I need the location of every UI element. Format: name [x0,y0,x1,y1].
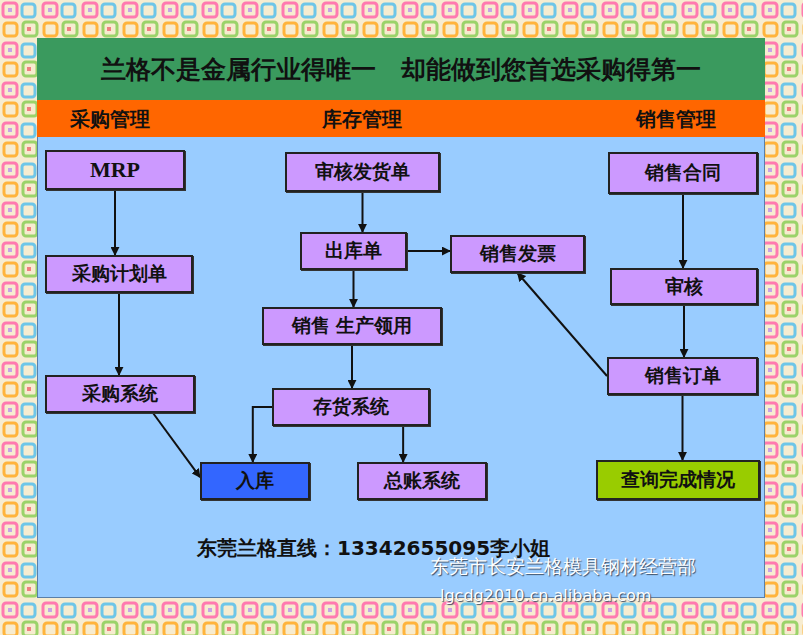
flow-arrow [153,413,200,477]
flow-arrow [253,407,272,462]
box-label: 销售合同 [645,160,721,186]
flow-arrow [118,293,120,375]
flow-arrow [114,190,116,255]
box-label: 销售 生产领用 [292,313,413,339]
process-box: 销售合同 [608,152,758,194]
box-label: 审核发货单 [315,159,410,185]
process-box: 销售订单 [607,357,758,395]
header-band: 采购管理 库存管理 销售管理 [37,100,765,137]
process-box: 审核发货单 [285,152,440,192]
process-box: 入库 [200,462,310,500]
process-box: 出库单 [300,232,407,270]
flow-arrow [682,194,684,268]
process-box: 总账系统 [357,462,487,500]
box-label: 采购计划单 [72,261,167,287]
flow-arrow [407,250,450,252]
flow-arrow [518,273,608,376]
flow-arrow [351,345,353,388]
section-heading: 采购管理 [70,105,150,132]
watermark: 东莞市长安兰格模具钢材经营部 [430,554,696,580]
process-box: 销售 生产领用 [262,307,442,345]
box-label: MRP [90,157,140,183]
title: 兰格不是金属行业得唯一 却能做到您首选采购得第一 [37,38,765,100]
flow-arrow [682,395,684,460]
box-label: 销售订单 [645,363,721,389]
flow-arrow [353,270,355,307]
process-box: 采购系统 [45,375,195,413]
process-box: MRP [45,150,185,190]
section-heading: 库存管理 [322,105,402,132]
flow-arrow [683,305,685,357]
box-label: 存货系统 [313,394,389,420]
process-box: 审核 [610,268,758,305]
box-label: 总账系统 [384,468,460,494]
title-band: 兰格不是金属行业得唯一 却能做到您首选采购得第一 [37,38,765,100]
process-box: 查询完成情况 [596,460,760,500]
process-box: 采购计划单 [45,255,193,293]
box-label: 采购系统 [82,381,158,407]
box-label: 审核 [665,274,703,300]
process-box: 存货系统 [272,388,430,426]
watermark: lgcdg2010.cn.alibaba.com [440,586,651,605]
section-heading: 销售管理 [636,105,716,132]
flow-arrow [362,192,364,232]
box-label: 销售发票 [480,241,556,267]
box-label: 入库 [236,468,274,494]
flow-arrow [402,426,404,462]
process-box: 销售发票 [450,235,585,273]
box-label: 查询完成情况 [621,467,735,493]
box-label: 出库单 [325,238,382,264]
